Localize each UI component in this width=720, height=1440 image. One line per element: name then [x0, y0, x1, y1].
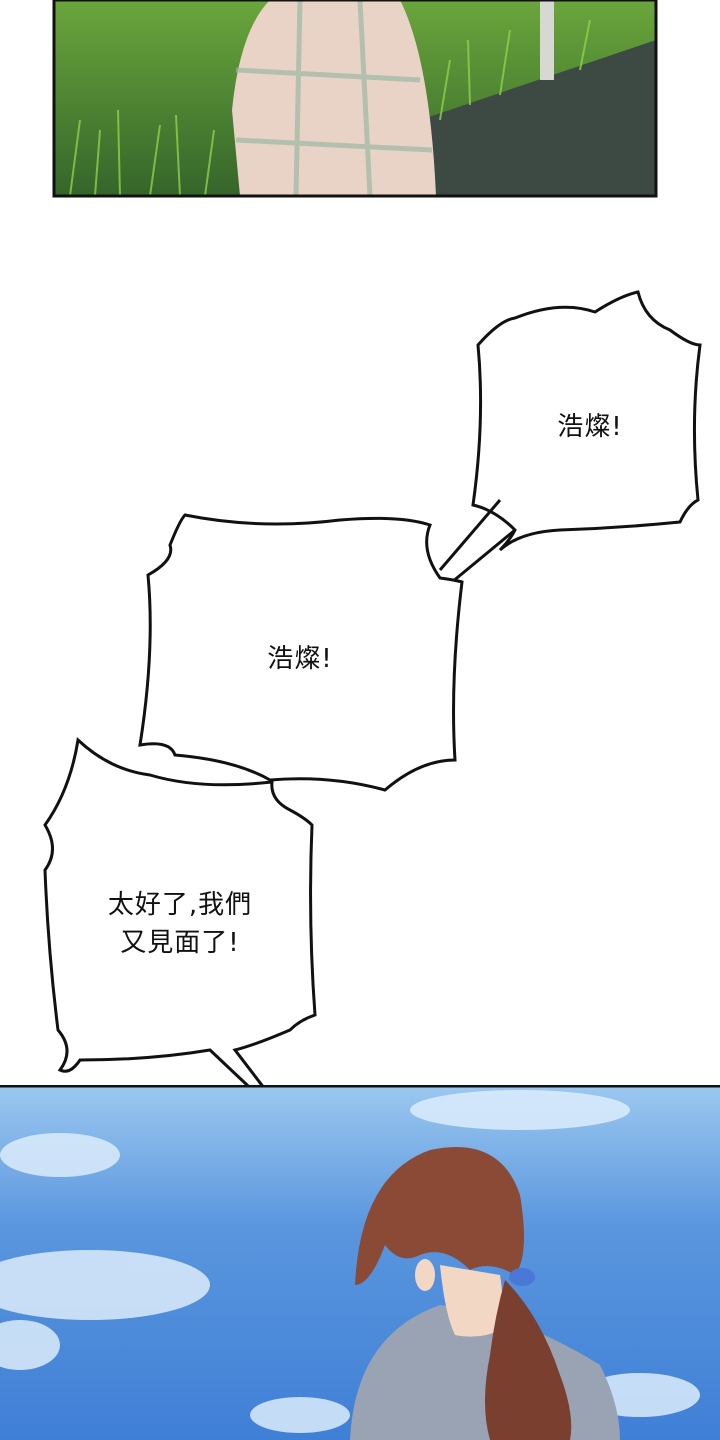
speech-bubbles	[43, 290, 702, 1137]
neck-skin	[440, 1265, 503, 1337]
speech-bubble-2	[138, 513, 464, 792]
bubble-text-3: 太好了,我們 又見面了!	[107, 890, 253, 958]
ear	[415, 1259, 435, 1291]
bubble-text-1: 浩燦!	[557, 412, 623, 442]
bubble-text-2: 浩燦!	[267, 644, 333, 674]
bubble-tail-1	[438, 499, 516, 584]
hair	[355, 1147, 524, 1285]
shirt-plaid-pattern	[235, 0, 433, 197]
top-panel-border	[52, 0, 658, 198]
clouds	[0, 1090, 700, 1433]
road	[420, 40, 656, 196]
ponytail	[485, 1280, 572, 1440]
grass-blades	[69, 19, 591, 197]
bottom-panel	[0, 1085, 720, 1440]
pole	[540, 0, 554, 80]
top-panel	[52, 0, 658, 198]
hair-tie	[509, 1268, 535, 1286]
speech-bubble-3	[43, 736, 317, 1137]
speech-bubble-1	[471, 290, 702, 552]
